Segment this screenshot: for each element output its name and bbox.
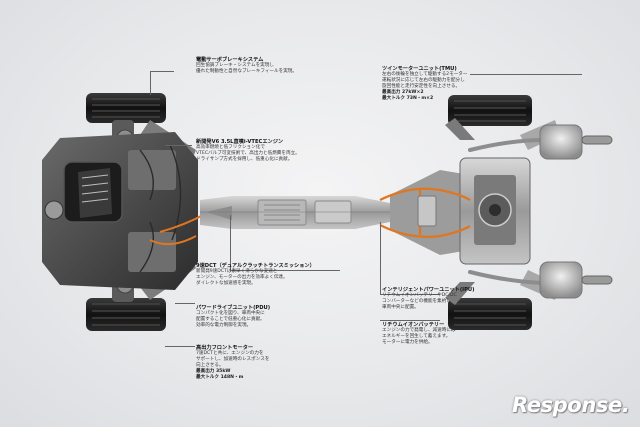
annotation-line: 高効率燃焼と低フリクション化で — [196, 145, 265, 151]
annotation-line: ドライサンプ方式を採用し、低重心化に貢献。 — [196, 157, 293, 163]
annotation-spec: 最高出力 35kW — [196, 369, 231, 375]
leader-line-front-motor — [165, 346, 195, 347]
annotation-line: ダイレクトな加速感を実現。 — [196, 281, 256, 287]
annotation-title: インテリジェントパワーユニット(IPU) — [382, 287, 475, 293]
leader-line-battery — [380, 320, 440, 321]
rear-left-tire — [448, 95, 532, 126]
annotation-title: ツインモーターユニット(TMU) — [382, 66, 457, 72]
annotation-line: サポートし、加速時のレスポンスを — [196, 357, 270, 363]
leader-line-brake-v — [150, 71, 151, 95]
annotation-line: 旋回性能と走行安定性を向上させる。 — [382, 84, 461, 90]
annotation-spec: 最高出力 27kW×2 — [382, 90, 424, 96]
annotation-lithium-battery: リチウムイオンバッテリー エンジンの力で発電し、減速時には エネルギーを回生して… — [382, 322, 492, 346]
annotation-line: 効率的な電力制御を実現。 — [196, 323, 252, 329]
annotation-spec: 最大トルク 73N・m×2 — [382, 96, 434, 102]
right-muffler — [539, 261, 613, 299]
annotation-line: エンジンの力で発電し、減速時には — [382, 328, 456, 334]
leader-line-pdu — [175, 303, 195, 304]
annotation-intelligent-power-unit: インテリジェントパワーユニット(IPU) リチウムイオンバッテリーやDC/DC … — [382, 287, 492, 311]
engine-block — [42, 132, 206, 290]
annotation-line: 優れた制動性と自然なブレーキフィールを実現。 — [196, 69, 297, 75]
annotation-line: 回生協調ブレーキ・システムを実現し — [196, 63, 274, 69]
annotation-line: 新開発9速DCTは素早く滑らかな変速と — [196, 269, 278, 275]
leader-line-engine — [165, 145, 192, 146]
annotation-line: エネルギーを回生して蓄えます。 — [382, 334, 451, 340]
annotation-title: 電動サーボブレーキシステム — [196, 57, 264, 63]
annotation-line: エンジン、モーターの出力を効率よく伝達。 — [196, 275, 288, 281]
annotation-dct: 9速DCT（デュアルクラッチトランスミッション） 新開発9速DCTは素早く滑らか… — [196, 263, 326, 287]
exhaust-system — [468, 138, 547, 285]
annotation-line: VTECバルブ可変技術で、高出力と低燃費を両立。 — [196, 151, 300, 157]
annotation-line: コンパクト化を図り、車両中央に — [196, 311, 265, 317]
leader-line-dct — [230, 270, 340, 271]
annotation-line: 左右の後輪を独立して駆動する2モーター — [382, 72, 468, 78]
annotation-line: 運転状況に応じて左右の駆動力を配分し — [382, 78, 465, 84]
annotation-brake-system: 電動サーボブレーキシステム 回生協調ブレーキ・システムを実現し 優れた制動性と自… — [196, 57, 316, 75]
annotation-title: 高出力フロントモーター — [196, 345, 254, 351]
leader-line-ipu-v — [380, 222, 381, 294]
annotation-title: リチウムイオンバッテリー — [382, 322, 445, 328]
annotation-spec: 最大トルク 148N・m — [196, 375, 244, 381]
annotation-title: 9速DCT（デュアルクラッチトランスミッション） — [196, 263, 315, 269]
front-left-tire — [86, 93, 166, 123]
response-watermark-logo: Response. — [512, 393, 630, 417]
leader-line-dct-v — [230, 215, 231, 270]
front-right-tire — [86, 298, 166, 331]
annotation-line: モーターに電力を供給。 — [382, 340, 433, 346]
annotation-line: 配置することで低重心化に貢献。 — [196, 317, 265, 323]
annotation-title: 新開発V6 3.5L直噴i-VTECエンジン — [196, 139, 284, 145]
annotation-line: 向上させる。 — [196, 363, 224, 369]
center-tunnel-battery — [200, 196, 390, 229]
annotation-power-drive-unit: パワードライブユニット(PDU) コンパクト化を図り、車両中央に 配置することで… — [196, 305, 314, 329]
annotation-twin-motor-unit: ツインモーターユニット(TMU) 左右の後輪を独立して駆動する2モーター 運転状… — [382, 66, 492, 103]
annotation-title: パワードライブユニット(PDU) — [196, 305, 271, 311]
annotation-line: リチウムイオンバッテリーやDC/DC — [382, 293, 457, 299]
leader-line-tmu — [470, 74, 582, 75]
annotation-engine: 新開発V6 3.5L直噴i-VTECエンジン 高効率燃焼と低フリクション化で V… — [196, 139, 314, 163]
leader-line-ipu — [380, 294, 440, 295]
annotation-line: 7速DCTと共に、エンジンの力を — [196, 351, 264, 357]
left-muffler — [539, 124, 613, 160]
annotation-line: 車両中央に配置。 — [382, 305, 419, 311]
rear-right-tire — [448, 298, 532, 330]
leader-line-brake — [150, 71, 174, 72]
annotation-front-motor: 高出力フロントモーター 7速DCTと共に、エンジンの力を サポートし、加速時のレ… — [196, 345, 314, 382]
rear-subframe — [379, 118, 560, 305]
annotation-line: コンバーターなどの機能を集約し — [382, 299, 451, 305]
